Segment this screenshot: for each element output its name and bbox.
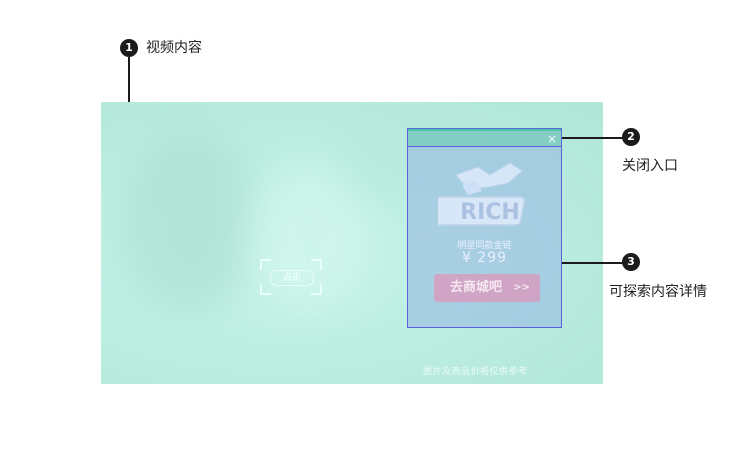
double-chevron-right-icon: >> [513,282,530,293]
annotation-badge-1: 1 [120,39,138,57]
close-icon[interactable]: × [546,132,557,146]
product-subtitle: 明星同款金链 [457,241,512,251]
video-blur-shape [121,132,261,312]
product-price: ¥ 299 [461,250,508,266]
annotation-line-2 [562,137,624,139]
product-detail-card[interactable]: × RICH 明星同款金链 ¥ 299 去商城吧 >> [407,128,562,328]
rich-logo-art: RICH [438,162,526,226]
annotation-line-3 [562,262,624,264]
frame-corner [311,284,322,295]
go-to-mall-button[interactable]: 去商城吧 >> [434,274,540,302]
annotation-label-close-entry: 关闭入口 [622,158,678,174]
annotation-badge-2: 2 [622,128,640,146]
card-header-bar: × [408,129,561,147]
scan-target-label: 点击 [270,270,314,286]
frame-corner [260,284,271,295]
annotation-badge-3: 3 [622,253,640,271]
annotation-label-explorable-detail: 可探索内容详情 [609,284,707,300]
scan-target-frame[interactable]: 点击 [260,259,322,295]
frame-corner [260,259,271,270]
frame-corner [311,259,322,270]
go-to-mall-label: 去商城吧 [450,280,503,295]
logo-text: RICH [460,200,520,225]
annotation-line-1 [128,57,130,102]
video-blur-shape [251,162,371,312]
annotation-label-video-content: 视频内容 [146,40,202,56]
video-caption: 图片及商品价格仅供参考 [423,367,528,377]
